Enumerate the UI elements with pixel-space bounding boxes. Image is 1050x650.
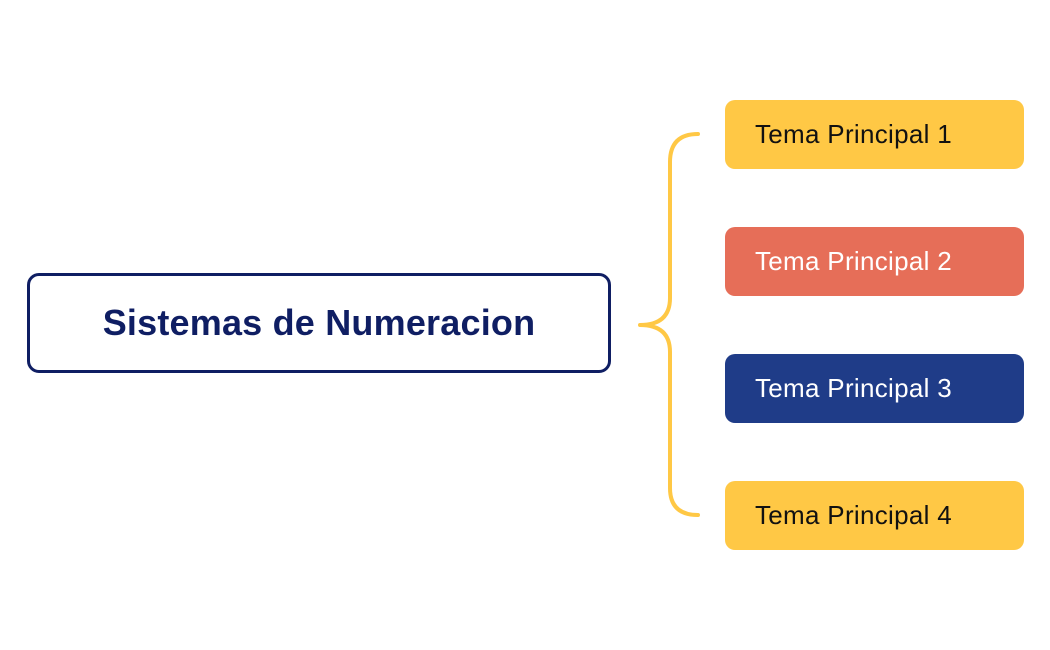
topic-label-2: Tema Principal 2 xyxy=(755,246,952,276)
topic-label-1: Tema Principal 1 xyxy=(755,119,952,149)
topic-node-4[interactable]: Tema Principal 4 xyxy=(725,481,1024,550)
topic-label-4: Tema Principal 4 xyxy=(755,500,952,530)
topic-node-2[interactable]: Tema Principal 2 xyxy=(725,227,1024,296)
root-label: Sistemas de Numeracion xyxy=(102,302,536,343)
topic-label-3: Tema Principal 3 xyxy=(755,373,952,403)
bracket-path xyxy=(638,132,700,517)
topic-node-1[interactable]: Tema Principal 1 xyxy=(725,100,1024,169)
topic-node-3[interactable]: Tema Principal 3 xyxy=(725,354,1024,423)
root-node[interactable]: Sistemas de Numeracion xyxy=(27,273,611,373)
